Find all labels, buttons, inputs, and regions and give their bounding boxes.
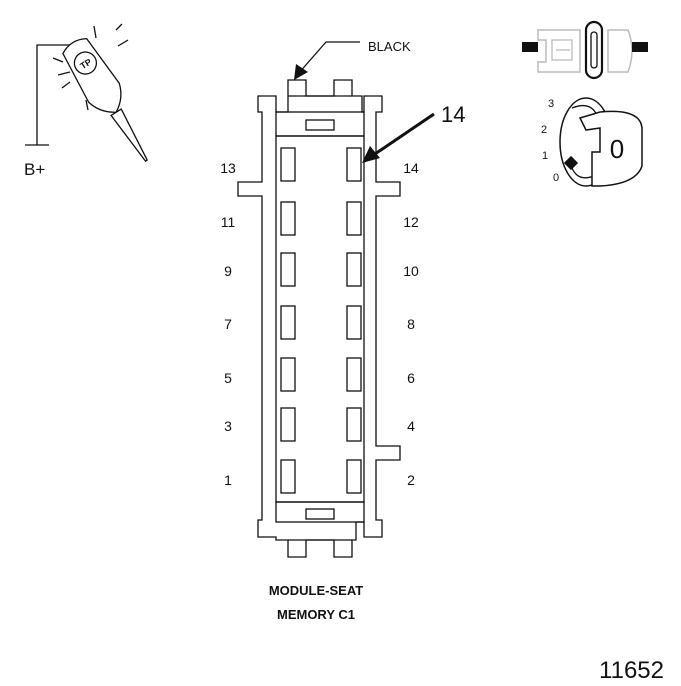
pin-label: 2 (407, 472, 415, 488)
cavity-10 (346, 252, 362, 287)
figure-number: 11652 (599, 657, 664, 684)
right-pin-numbers: 14 12 10 8 6 4 2 (403, 160, 419, 488)
key-position-readout: 0 (610, 134, 624, 164)
pin-callout-arrow-icon (362, 146, 380, 163)
color-arrow-icon (294, 64, 308, 80)
cavity-14 (346, 147, 362, 182)
cavity-6 (346, 357, 362, 392)
pin-callout: 14 (362, 102, 465, 163)
pin-label: 8 (407, 316, 415, 332)
ignition-key-icon: 0 (559, 97, 643, 187)
test-probe-icon: TP (25, 23, 149, 162)
cavity-12 (346, 201, 362, 236)
left-pin-numbers: 13 11 9 7 5 3 1 (220, 160, 236, 488)
cavity-5 (280, 357, 296, 392)
cavity-3 (280, 407, 296, 442)
ignition-position-labels: 3 2 1 0 (541, 98, 559, 184)
pin-label: 7 (224, 316, 232, 332)
probe-lead-wire (36, 44, 72, 145)
pin-label: 9 (224, 263, 232, 279)
pin-label: 6 (407, 370, 415, 386)
cavity-4 (346, 407, 362, 442)
key-position-marker (563, 155, 579, 171)
cavity-11 (280, 201, 296, 236)
ignition-position: 0 (553, 172, 559, 184)
cavity-9 (280, 252, 296, 287)
disconnected-connector-icon (522, 20, 648, 80)
housing-color-label: BLACK (368, 39, 411, 54)
cavity-7 (280, 305, 296, 340)
pin-label: 1 (224, 472, 232, 488)
pin-label: 12 (403, 214, 419, 230)
pin-label: 4 (407, 418, 415, 434)
b-plus-label: B+ (24, 160, 45, 179)
cavity-1 (280, 459, 296, 494)
pin-label: 5 (224, 370, 232, 386)
pin-label: 14 (403, 160, 419, 176)
ignition-position: 2 (541, 124, 547, 136)
cavity-2 (346, 459, 362, 494)
connector-name-line2: MEMORY C1 (277, 607, 355, 622)
pin-callout-line (371, 112, 435, 158)
cavity-13 (280, 147, 296, 182)
callout-pin-number: 14 (441, 102, 465, 127)
pin-label: 3 (224, 418, 232, 434)
pin-cavities (280, 147, 362, 494)
ignition-position: 3 (548, 98, 554, 110)
cavity-8 (346, 305, 362, 340)
connector-name-line1: MODULE-SEAT (269, 583, 363, 598)
connector-housing (237, 79, 401, 558)
pin-label: 11 (221, 214, 236, 230)
pin-label: 10 (403, 263, 419, 279)
color-callout: BLACK (294, 39, 411, 80)
ignition-position: 1 (542, 150, 548, 162)
color-leader-line (297, 41, 360, 75)
pin-label: 13 (220, 160, 236, 176)
probe-lamp-icon (73, 51, 98, 75)
